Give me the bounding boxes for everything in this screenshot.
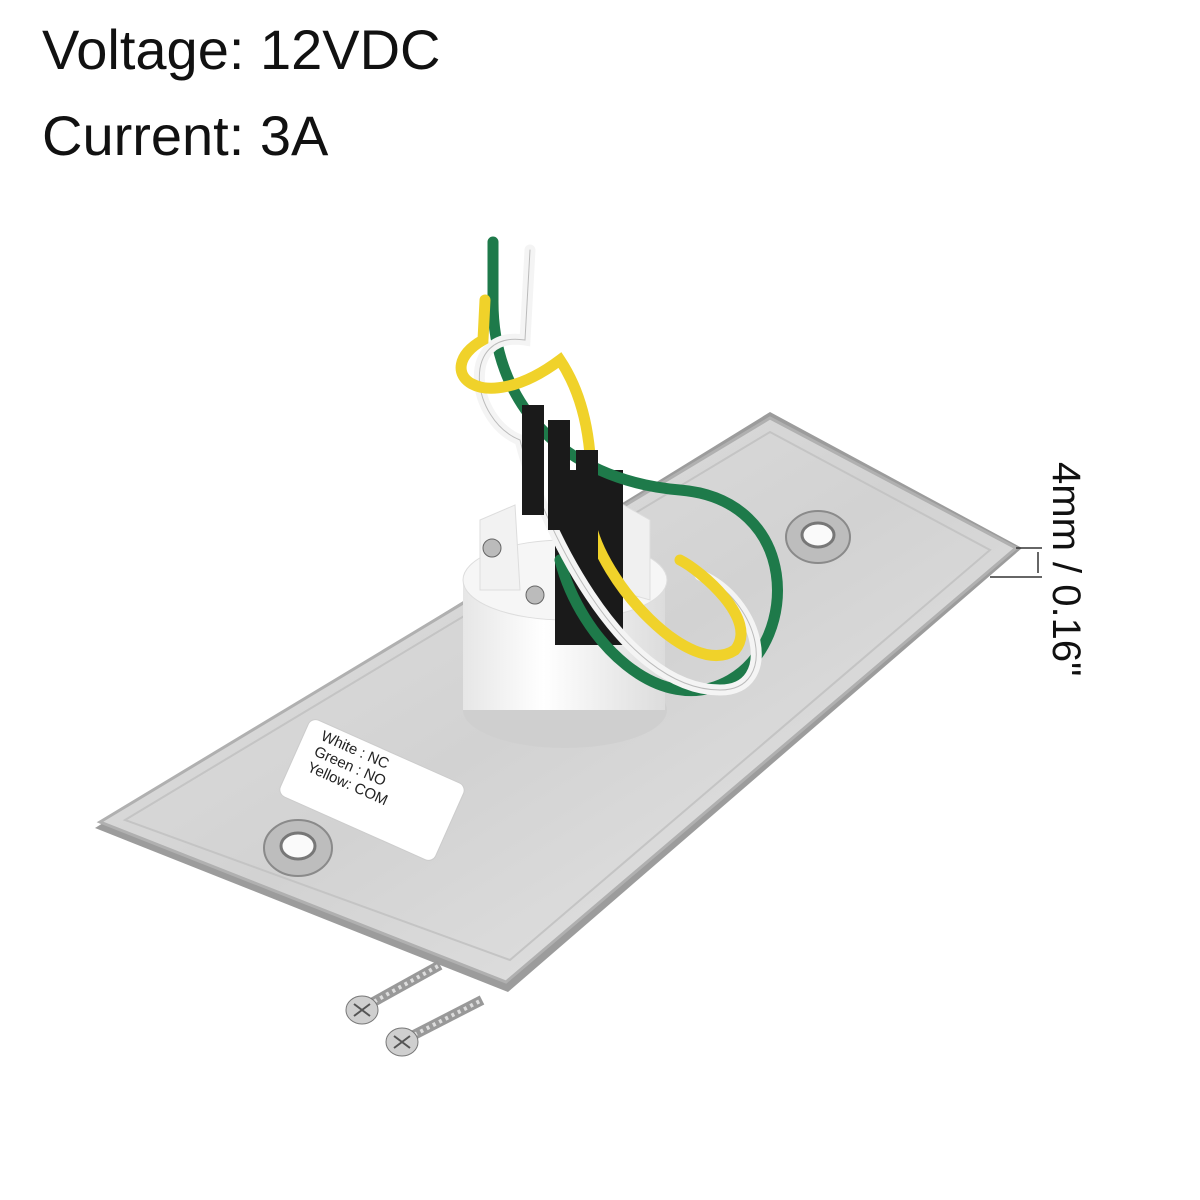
wires: [455, 236, 783, 697]
wire-label-sticker: [279, 719, 465, 861]
thickness-dimension-label: 4mm / 0.16": [1044, 462, 1088, 677]
current-spec: Current: 3A: [42, 104, 329, 167]
screw: [345, 960, 443, 1025]
mounting-hole-bottom: [263, 819, 333, 877]
screw: [385, 995, 485, 1057]
wire-white-outline: [478, 249, 757, 691]
mounting-hole-top: [785, 510, 851, 564]
voltage-spec: Voltage: 12VDC: [42, 18, 441, 81]
thickness-dimension-marker: [990, 547, 1042, 578]
